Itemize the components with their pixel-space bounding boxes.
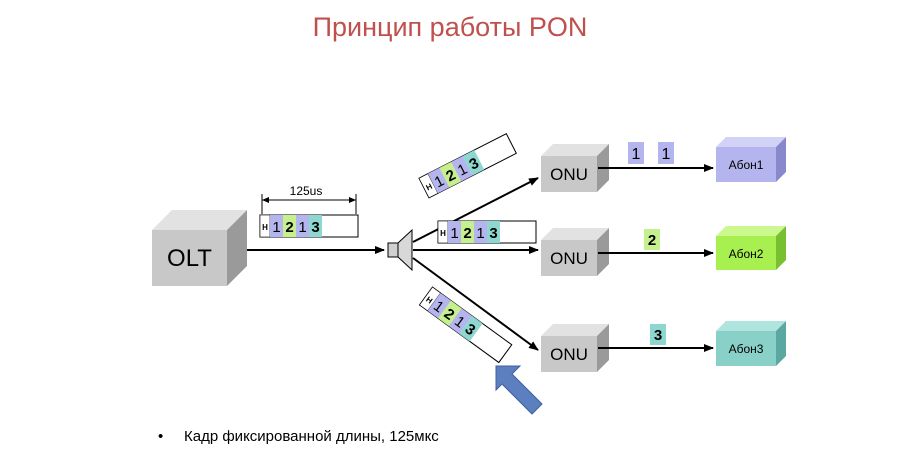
onu-label: ONU <box>550 249 588 268</box>
frame-header: H <box>424 295 434 306</box>
pointer-arrow-icon <box>495 365 543 415</box>
subscriber-box-3: Абон3 <box>716 321 786 366</box>
frame-slot: 3 <box>489 225 497 242</box>
delivered-slot: 3 <box>654 327 662 344</box>
frame-slot: 1 <box>450 225 458 242</box>
subscriber-label: Абон2 <box>729 247 764 261</box>
onu-label: ONU <box>550 165 588 184</box>
frame-branch-1: H 1 2 1 3 <box>418 133 517 199</box>
splitter-icon <box>387 228 413 272</box>
frame-slot: 2 <box>285 219 293 236</box>
olt-label: OLT <box>167 245 212 272</box>
frame-header: H <box>262 223 268 232</box>
bullet-dot-icon: • <box>158 428 164 445</box>
delivered-slot: 2 <box>648 232 656 249</box>
bullet-text: Кадр фиксированной длины, 125мкс <box>184 428 439 445</box>
frame-branch-2: H 1 2 1 3 <box>437 220 537 244</box>
delivered-slots-1: 1 1 <box>628 142 674 164</box>
frame-slot: 1 <box>272 219 280 236</box>
delivered-slot: 1 <box>662 146 671 163</box>
delivered-slot: 1 <box>632 146 641 163</box>
subscriber-label: Абон1 <box>729 158 764 172</box>
frame-branch-3: H 1 2 1 3 <box>418 286 513 364</box>
subscriber-label: Абон3 <box>729 342 764 356</box>
frame-slot: 1 <box>476 225 484 242</box>
splitter-to-onu1-line <box>412 177 539 243</box>
subscriber-box-1: Абон1 <box>716 137 786 182</box>
frame-header: H <box>440 229 446 238</box>
onu-label: ONU <box>550 345 588 364</box>
frame-slot: 3 <box>311 219 319 236</box>
page-title: Принцип работы PON <box>312 12 588 42</box>
frame-slot: 1 <box>298 219 306 236</box>
onu-box-2: ONU <box>541 228 609 276</box>
olt-box: OLT <box>152 210 247 286</box>
frame-duration-label: 125us <box>290 184 323 198</box>
frame-olt: H 1 2 1 3 <box>259 214 359 238</box>
frame-duration-dimension: 125us <box>261 184 357 214</box>
frame-slot: 2 <box>463 225 471 242</box>
bullet-item: • Кадр фиксированной длины, 125мкс <box>158 428 439 445</box>
subscriber-box-2: Абон2 <box>716 226 786 270</box>
splitter-to-onu3-line <box>412 257 539 351</box>
delivered-slots-2: 2 <box>644 229 660 250</box>
frame-header: H <box>425 182 434 193</box>
delivered-slots-3: 3 <box>650 324 666 345</box>
